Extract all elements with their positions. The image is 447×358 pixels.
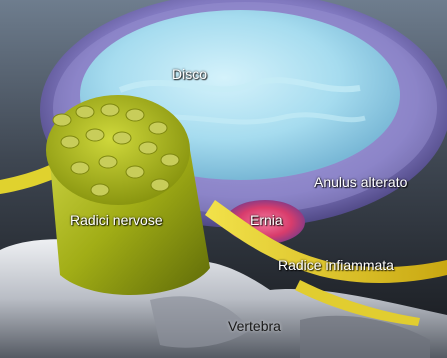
label-disco: Disco	[172, 66, 207, 82]
label-ernia: Ernia	[250, 212, 283, 228]
label-radici: Radici nervose	[70, 212, 163, 228]
label-anulus: Anulus alterato	[314, 174, 407, 190]
label-radice: Radice infiammata	[278, 257, 394, 273]
label-vertebra: Vertebra	[228, 318, 281, 334]
